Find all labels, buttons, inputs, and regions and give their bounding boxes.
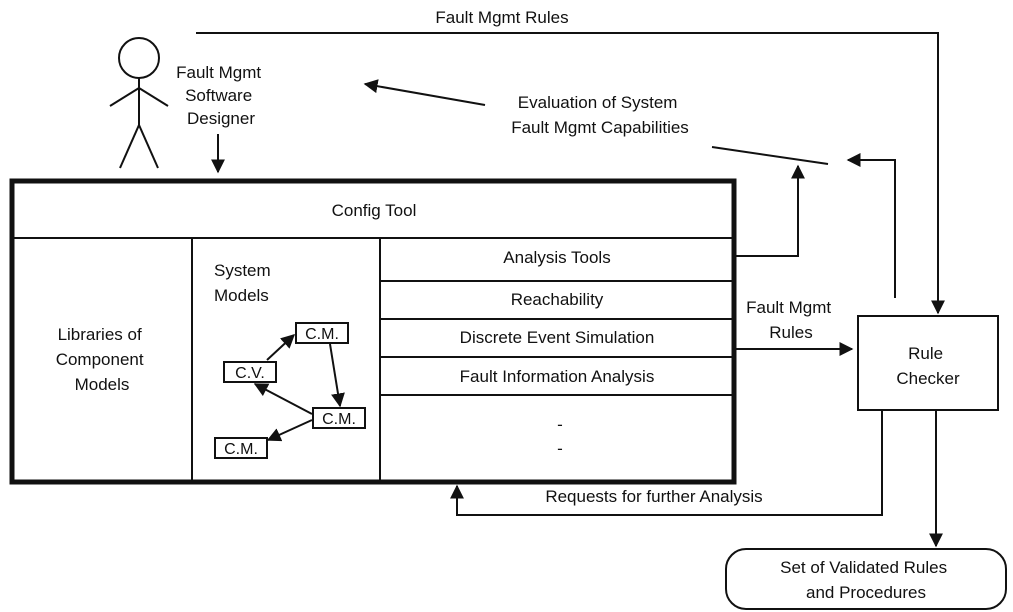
evaluation-line-1: Evaluation of System <box>518 93 678 112</box>
model-node-cm-right <box>312 407 366 429</box>
designer-figure-icon <box>109 37 169 169</box>
rule-checker-box <box>857 315 999 411</box>
libraries-label: Libraries of Component Models <box>56 325 149 394</box>
rule-checker-line-2: Checker <box>896 369 960 388</box>
model-node-cm-right-label: C.M. <box>322 411 356 428</box>
designer-line-1: Fault Mgmt <box>176 63 261 82</box>
tool-fault-information-analysis: Fault Information Analysis <box>460 367 655 386</box>
validated-line-2: and Procedures <box>806 583 926 602</box>
model-node-cm-bottom <box>214 437 268 459</box>
evaluation-label: Evaluation of System Fault Mgmt Capabili… <box>511 93 689 137</box>
rules-to-checker-arrow <box>196 32 945 315</box>
designer-label: Fault Mgmt Software Designer <box>176 63 266 128</box>
checker-feedback-arrow <box>846 153 896 298</box>
tool-discrete-event-simulation: Discrete Event Simulation <box>460 328 655 347</box>
evaluation-line-2: Fault Mgmt Capabilities <box>511 118 689 137</box>
fault-rules-top-label: Fault Mgmt Rules <box>435 8 568 27</box>
config-tool-frame <box>9 178 737 485</box>
fault-rules-mid-label: Fault Mgmt Rules <box>746 298 836 342</box>
tool-analysis-tools: Analysis Tools <box>503 248 610 267</box>
model-node-cv-label: C.V. <box>235 365 265 382</box>
model-node-cv <box>223 361 277 383</box>
config-tool-title: Config Tool <box>332 201 417 220</box>
requests-label: Requests for further Analysis <box>545 487 762 506</box>
tool-reachability: Reachability <box>511 290 604 309</box>
edge-cm-to-cm <box>329 343 345 408</box>
analysis-output-arrow <box>736 164 805 257</box>
fault-rules-mid-line-1: Fault Mgmt <box>746 298 831 317</box>
libraries-line-3: Models <box>75 375 130 394</box>
evaluation-arrow <box>363 79 486 106</box>
validated-rules-box <box>725 548 1007 610</box>
system-models-line-2: Models <box>214 286 269 305</box>
model-node-cm-bottom-label: C.M. <box>224 441 258 458</box>
model-graph: C.M. C.V. C.M. C.M. <box>214 322 366 459</box>
evaluation-tail-line <box>711 146 829 165</box>
edge-cm-to-cv <box>253 383 313 415</box>
designer-line-2: Software <box>185 86 252 105</box>
edge-cv-to-cm <box>266 334 296 361</box>
rule-checker-label: Rule Checker <box>896 344 960 388</box>
model-node-cm-top <box>295 322 349 344</box>
system-models-line-1: System <box>214 261 271 280</box>
tool-ellipsis-1: - <box>557 415 563 434</box>
designer-line-3: Designer <box>187 109 255 128</box>
validated-rules-label: Set of Validated Rules and Procedures <box>780 558 952 602</box>
tool-ellipsis-2: - <box>557 439 563 458</box>
validated-line-1: Set of Validated Rules <box>780 558 947 577</box>
libraries-line-2: Component <box>56 350 144 369</box>
edge-cm-to-cm-bottom <box>266 419 313 442</box>
fault-rules-mid-line-2: Rules <box>769 323 812 342</box>
model-node-cm-top-label: C.M. <box>305 326 339 343</box>
rule-checker-line-1: Rule <box>908 344 943 363</box>
libraries-line-1: Libraries of <box>58 325 142 344</box>
requests-arrow <box>450 410 883 516</box>
system-models-label: System Models <box>214 261 275 305</box>
